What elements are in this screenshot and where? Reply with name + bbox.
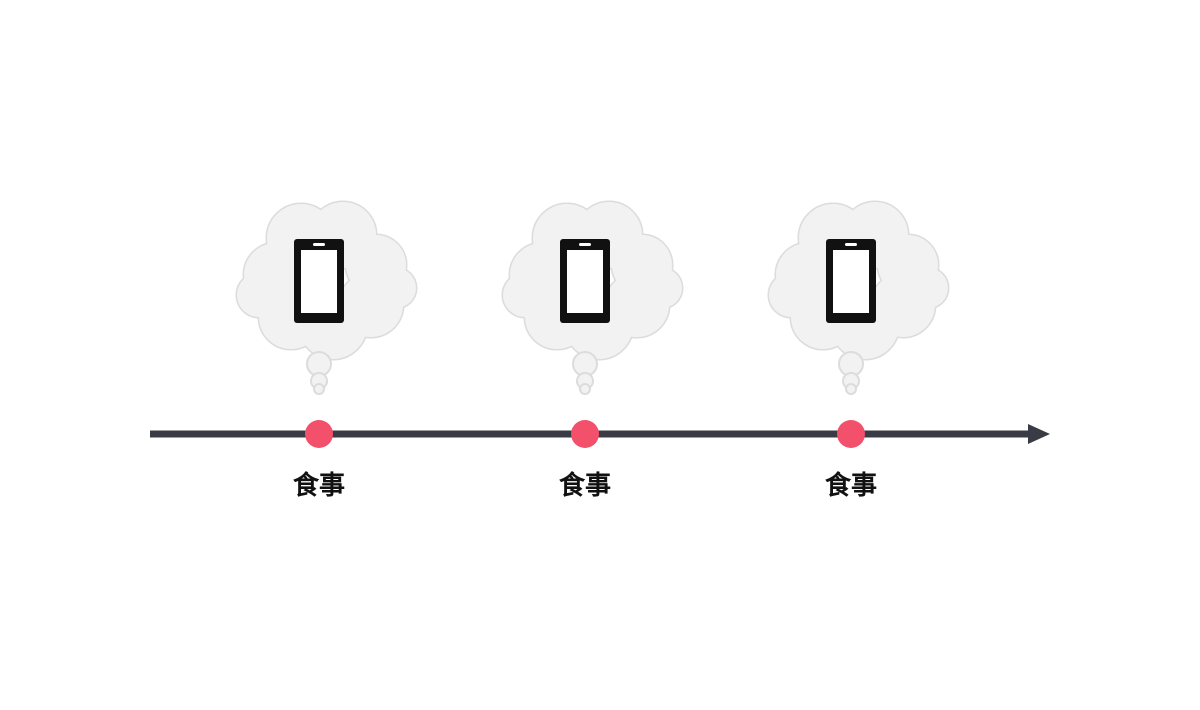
event-dot: [837, 420, 865, 448]
timeline-arrowhead: [1028, 424, 1050, 444]
thought-bubble: [767, 200, 950, 395]
timeline-event: 食事: [767, 200, 950, 501]
smartphone-icon: [560, 239, 610, 323]
thought-trail-bubble: [579, 383, 591, 395]
thought-trail-bubble: [845, 383, 857, 395]
event-label: 食事: [825, 470, 877, 501]
thought-bubble: [235, 200, 418, 395]
timeline-event: 食事: [501, 200, 684, 501]
timeline-event: 食事: [235, 200, 418, 501]
smartphone-icon: [294, 239, 344, 323]
event-label: 食事: [559, 470, 611, 501]
thought-bubble: [501, 200, 684, 395]
event-label: 食事: [293, 470, 345, 501]
smartphone-icon: [826, 239, 876, 323]
thought-trail-bubble: [313, 383, 325, 395]
event-dot: [571, 420, 599, 448]
timeline-axis: [150, 424, 1050, 444]
event-dot: [305, 420, 333, 448]
events-layer: 食事 食事 食事: [235, 200, 950, 501]
